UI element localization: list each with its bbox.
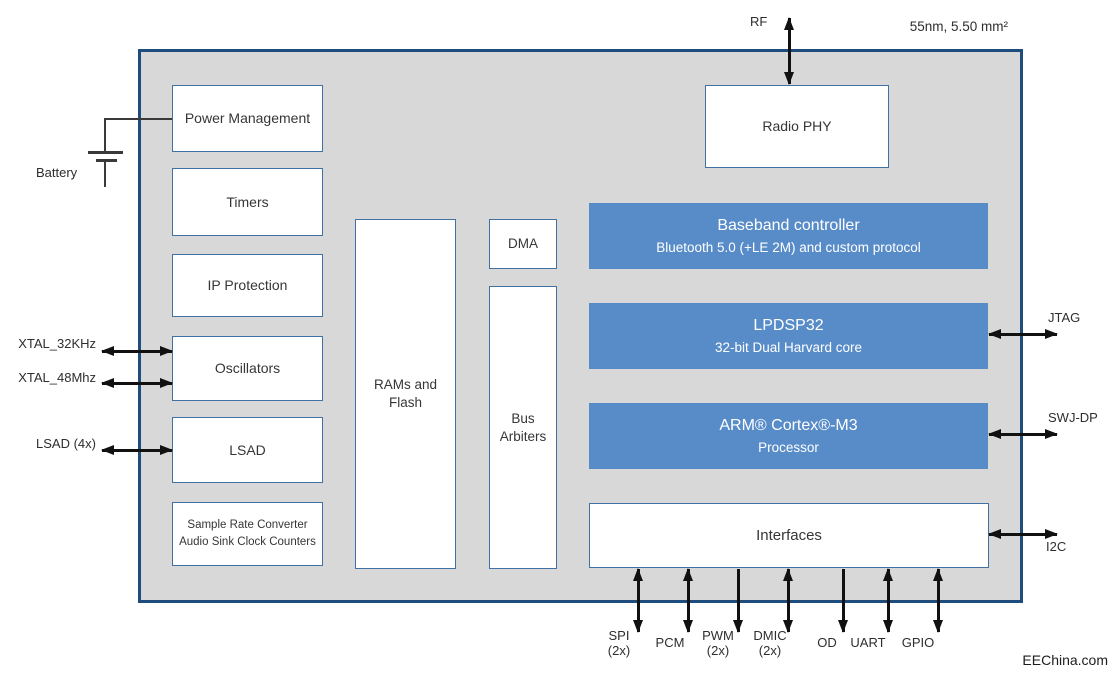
- gpio-arrow: [933, 568, 943, 633]
- battery-plate-short: [96, 159, 117, 162]
- spi-arrow: [633, 568, 643, 633]
- pcm-arrow: [683, 568, 693, 633]
- block-title: LPDSP32: [753, 317, 824, 334]
- block-lpdsp32: LPDSP32 32-bit Dual Harvard core: [589, 303, 988, 369]
- xtal48m-port-label: XTAL_48Mhz: [18, 370, 96, 385]
- pwm-arrow: [733, 569, 743, 633]
- spi-port-label: SPI (2x): [607, 627, 631, 658]
- block-label: Arbiters: [499, 428, 547, 444]
- battery-wire-vertical-bottom: [104, 161, 106, 187]
- watermark: EEChina.com: [1022, 652, 1108, 668]
- dmic-arrow: [783, 568, 793, 633]
- block-sample-rate-converter: Sample Rate Converter Audio Sink Clock C…: [172, 502, 323, 566]
- uart-arrow: [883, 568, 893, 633]
- jtag-port-label: JTAG: [1048, 310, 1081, 325]
- lsad-port-label: LSAD (4x): [36, 436, 96, 451]
- swj-dp-port-label: SWJ-DP: [1048, 410, 1098, 425]
- block-label: Sample Rate Converter: [187, 519, 308, 532]
- block-subtitle: Bluetooth 5.0 (+LE 2M) and custom protoc…: [656, 240, 921, 255]
- block-label: Timers: [226, 193, 269, 210]
- block-lsad: LSAD: [172, 417, 323, 483]
- block-label: IP Protection: [207, 277, 288, 294]
- rf-arrow: [784, 17, 794, 85]
- block-ip-protection: IP Protection: [172, 254, 323, 317]
- process-node-label: 55nm, 5.50 mm²: [909, 19, 1008, 34]
- block-label: DMA: [508, 236, 538, 252]
- xtal32k-arrow: [101, 346, 173, 356]
- block-dma: DMA: [489, 219, 557, 269]
- od-arrow: [838, 569, 848, 633]
- pcm-port-label: PCM: [655, 635, 685, 651]
- block-label: Oscillators: [214, 360, 281, 377]
- lsad-arrow: [101, 445, 173, 455]
- battery-wire-horizontal: [105, 118, 173, 120]
- battery-label: Battery: [36, 165, 78, 180]
- block-title: Baseband controller: [717, 217, 860, 234]
- xtal48m-arrow: [101, 378, 173, 388]
- block-label: LSAD: [229, 441, 266, 458]
- rf-port-label: RF: [750, 14, 768, 29]
- block-radio-phy: Radio PHY: [705, 85, 889, 168]
- block-title: ARM® Cortex®-M3: [719, 417, 858, 434]
- block-bus-arbiters: Bus Arbiters: [489, 286, 557, 569]
- xtal32k-port-label: XTAL_32KHz: [18, 336, 96, 351]
- block-oscillators: Oscillators: [172, 336, 323, 401]
- block-label: Power Management: [184, 110, 311, 127]
- block-interfaces: Interfaces: [589, 503, 989, 568]
- block-subtitle: Processor: [758, 440, 819, 455]
- block-label: Radio PHY: [762, 118, 832, 135]
- block-timers: Timers: [172, 168, 323, 236]
- block-baseband-controller: Baseband controller Bluetooth 5.0 (+LE 2…: [589, 203, 988, 269]
- i2c-arrow: [988, 529, 1058, 539]
- block-rams-flash: RAMs and Flash: [355, 219, 456, 569]
- swj-dp-arrow: [988, 429, 1058, 439]
- jtag-arrow: [988, 329, 1058, 339]
- uart-port-label: UART: [850, 635, 886, 651]
- block-power-management: Power Management: [172, 85, 323, 152]
- battery-wire-vertical-top: [104, 118, 106, 152]
- block-arm-cortex-m3: ARM® Cortex®-M3 Processor: [589, 403, 988, 469]
- battery-plate-long: [88, 151, 123, 154]
- i2c-port-label: I2C: [1046, 539, 1067, 554]
- dmic-port-label: DMIC (2x): [753, 627, 787, 658]
- block-subtitle: 32-bit Dual Harvard core: [714, 340, 863, 355]
- pwm-port-label: PWM (2x): [702, 627, 734, 658]
- block-label: Flash: [388, 395, 422, 410]
- gpio-port-label: GPIO: [901, 635, 935, 651]
- od-port-label: OD: [817, 635, 837, 651]
- block-label: Audio Sink Clock Counters: [179, 536, 316, 548]
- block-label: RAMs and: [373, 377, 438, 393]
- block-label: Interfaces: [756, 526, 822, 544]
- block-label: Bus: [511, 410, 535, 426]
